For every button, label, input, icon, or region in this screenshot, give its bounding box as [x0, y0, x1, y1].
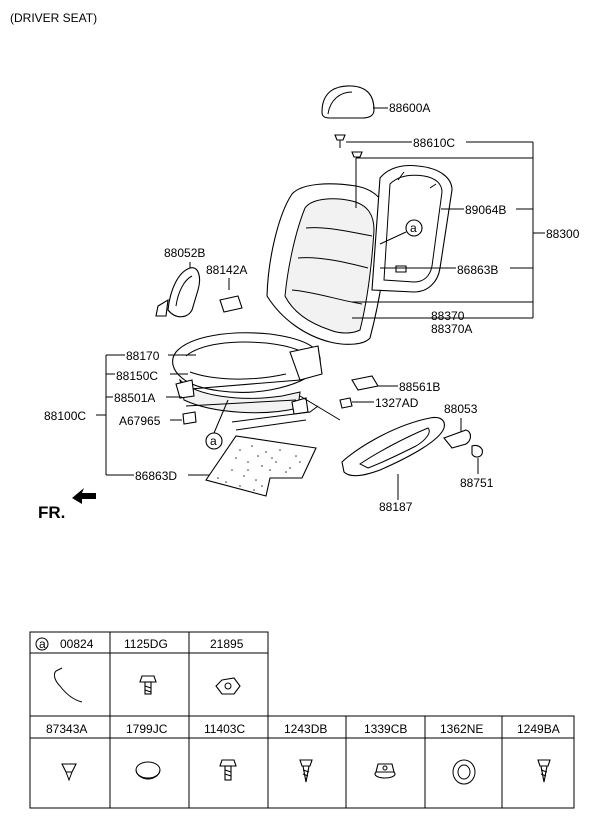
flange-nut-icon: [374, 763, 396, 779]
label-88170: 88170: [126, 349, 160, 363]
diagram-title: (DRIVER SEAT): [10, 11, 97, 25]
wire-clip-icon: [53, 667, 83, 703]
table-cell-1799JC: 1799JC: [126, 722, 168, 736]
table-cell-87343A: 87343A: [46, 722, 87, 736]
svg-text:a: a: [410, 221, 417, 235]
label-89064B: 89064B: [465, 203, 506, 217]
table-cell-1243DB: 1243DB: [284, 722, 327, 736]
seat-back: [266, 183, 389, 345]
label-88142A: 88142A: [206, 263, 247, 277]
label-88300: 88300: [546, 227, 580, 241]
side-trim: [341, 416, 445, 477]
guide-screw: [334, 134, 346, 148]
headrest: [321, 85, 375, 119]
front-indicator-label: FR.: [38, 503, 65, 522]
table-cell-1362NE: 1362NE: [440, 722, 483, 736]
label-88052B: 88052B: [164, 246, 205, 260]
fastener-parts-table: a 00824 1125DG 21895 87343A 1799JC 11403…: [29, 631, 575, 809]
screw-icon: [537, 759, 551, 783]
label-86863B: 86863B: [457, 263, 498, 277]
front-arrow-icon: [72, 488, 96, 504]
tapping-screw-icon: [299, 759, 313, 783]
seat-frame: [175, 345, 323, 431]
callout-circle-a-upper: a: [405, 219, 423, 237]
heater-pad: [205, 435, 317, 497]
screw-bolt-icon: [219, 759, 237, 781]
hose-clamp-icon: [135, 761, 161, 780]
bolt-icon: [139, 675, 157, 695]
table-cell-1125DG: 1125DG: [124, 637, 168, 651]
label-88600A: 88600A: [389, 101, 430, 115]
push-clip-icon: [61, 763, 77, 782]
label-1327AD: 1327AD: [375, 396, 419, 410]
table-cell-1339CB: 1339CB: [364, 722, 407, 736]
table-cell-1249BA: 1249BA: [517, 722, 560, 736]
callout-circle-a-lower: a: [205, 432, 223, 450]
table-cell-11403C: 11403C: [204, 722, 245, 736]
label-88751: 88751: [460, 476, 494, 490]
grommet-icon: [452, 759, 476, 785]
label-88610C: 88610C: [413, 136, 455, 150]
label-88501A: 88501A: [114, 391, 155, 405]
label-88561B: 88561B: [399, 380, 440, 394]
label-88370A: 88370A: [431, 322, 472, 336]
label-88187: 88187: [379, 500, 413, 514]
side-shield: [155, 267, 201, 318]
nut-icon: [215, 677, 241, 695]
label-86863D: 86863D: [135, 469, 177, 483]
table-callout-a: a: [39, 637, 46, 651]
label-88370: 88370: [431, 309, 465, 323]
label-88100C: 88100C: [44, 409, 86, 423]
table-cell-21895: 21895: [210, 637, 244, 651]
label-A67965: A67965: [119, 414, 161, 428]
label-88053: 88053: [444, 402, 478, 416]
label-88150C: 88150C: [116, 369, 158, 383]
table-cell-00824: 00824: [60, 637, 94, 651]
svg-text:a: a: [210, 434, 217, 448]
